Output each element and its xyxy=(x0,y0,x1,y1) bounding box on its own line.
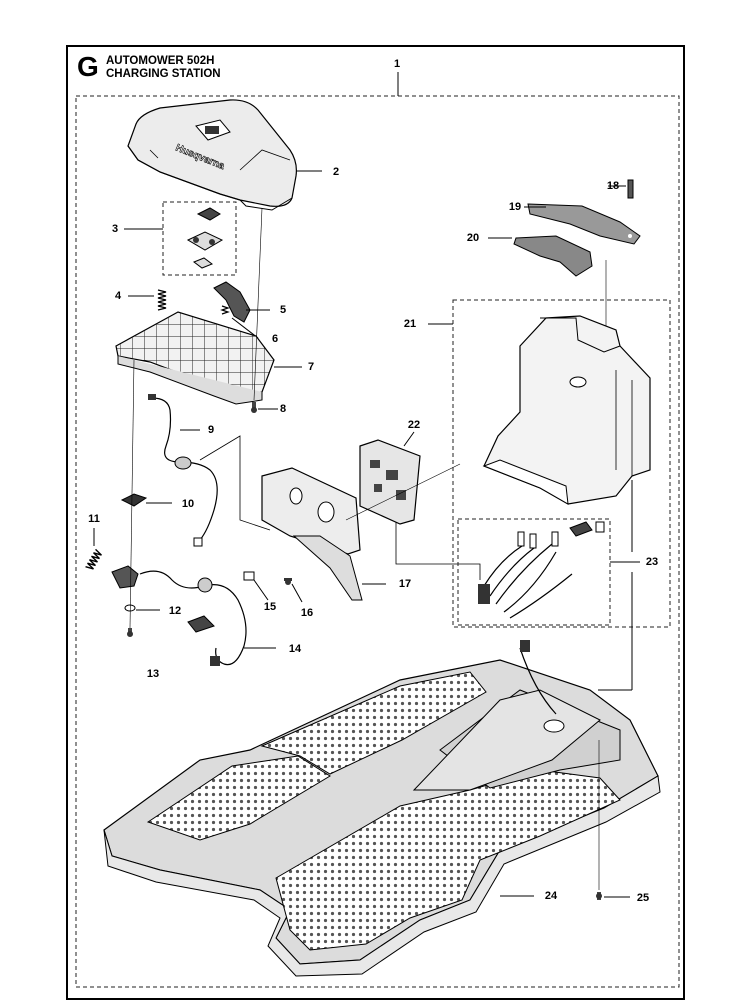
callout-18: 18 xyxy=(606,180,620,192)
title-line-2: CHARGING STATION xyxy=(106,68,221,80)
ground-plate-24 xyxy=(103,659,661,977)
station-body-21 xyxy=(482,315,651,505)
top-cap-19 xyxy=(527,203,641,245)
base-plate-7 xyxy=(115,311,275,405)
callout-9: 9 xyxy=(207,424,215,436)
latch-kit xyxy=(186,207,224,269)
callout-20: 20 xyxy=(466,232,480,244)
callout-7: 7 xyxy=(307,361,315,373)
screw-8 xyxy=(251,402,257,413)
cable-9 xyxy=(148,394,218,547)
callout-11: 11 xyxy=(88,513,100,525)
callout-5: 5 xyxy=(279,304,287,316)
connector-15 xyxy=(243,571,255,581)
title-line-1: AUTOMOWER 502H xyxy=(106,55,215,67)
cable-kit-23 xyxy=(478,521,605,619)
spring-4 xyxy=(157,289,167,311)
callout-13: 13 xyxy=(146,668,160,680)
callout-8: 8 xyxy=(279,403,287,415)
callout-14: 14 xyxy=(288,643,302,655)
callout-3: 3 xyxy=(111,223,119,235)
lever-assembly xyxy=(111,565,139,637)
callout-25: 25 xyxy=(636,892,650,904)
assembly-boundary xyxy=(75,95,680,988)
screw-25 xyxy=(596,892,602,900)
callout-2: 2 xyxy=(332,166,340,178)
callout-24: 24 xyxy=(544,890,558,902)
section-letter: G xyxy=(77,51,99,82)
callout-10: 10 xyxy=(181,498,195,510)
clip-10 xyxy=(120,493,148,507)
bracket-20 xyxy=(513,235,593,277)
callout-17: 17 xyxy=(398,578,412,590)
callout-16: 16 xyxy=(300,607,314,619)
drawing-frame xyxy=(66,45,685,1000)
callout-12: 12 xyxy=(168,605,182,617)
bolt-18 xyxy=(627,179,634,199)
callout-19: 19 xyxy=(508,201,522,213)
cable-14 xyxy=(139,570,247,666)
lever-5 xyxy=(213,281,251,323)
callout-23: 23 xyxy=(645,556,659,568)
screw-16 xyxy=(284,578,292,585)
circuit-board-22 xyxy=(359,439,421,525)
callout-22: 22 xyxy=(407,419,421,431)
top-cover: Husqvarna xyxy=(127,99,297,211)
callout-6: 6 xyxy=(271,333,279,345)
spring-11 xyxy=(85,548,102,570)
callout-15: 15 xyxy=(263,601,277,613)
callout-21: 21 xyxy=(403,318,417,330)
callout-1: 1 xyxy=(393,58,401,70)
diagram-title: AUTOMOWER 502H CHARGING STATION xyxy=(106,55,221,81)
callout-4: 4 xyxy=(114,290,122,302)
inner-housing-17 xyxy=(261,467,363,601)
